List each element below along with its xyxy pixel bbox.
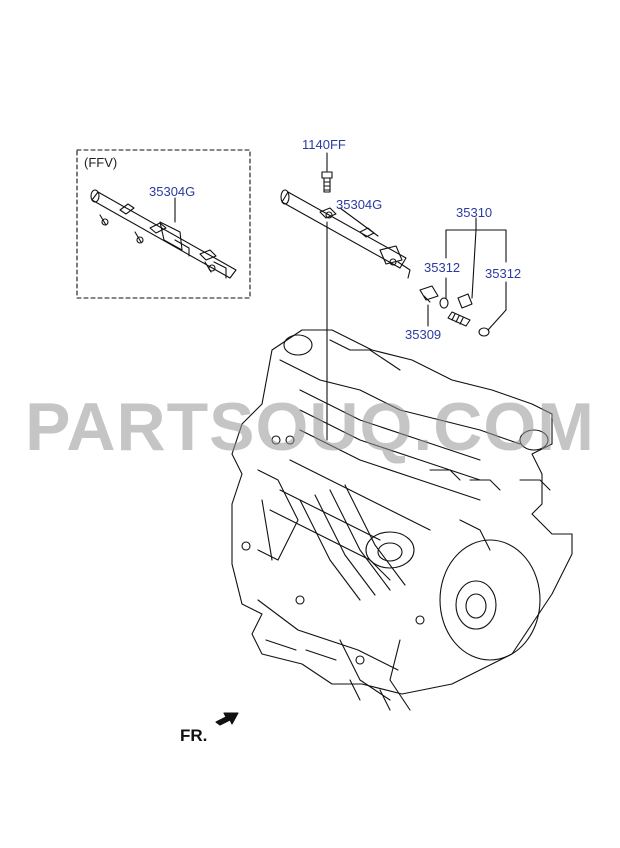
callout-35312-upper[interactable]: 35312: [424, 260, 461, 275]
engine-assembly: [231, 329, 573, 711]
injector-35310: [447, 293, 473, 327]
ffv-fuel-rail: [90, 189, 237, 279]
ffv-inset-label: (FFV): [84, 155, 118, 170]
leader-main-rail: [339, 207, 379, 237]
bolt-1140ff: [321, 171, 333, 193]
main-fuel-rail: [280, 189, 411, 279]
front-direction-arrow: [215, 712, 239, 726]
watermark: PARTSOUQ.COM: [25, 389, 595, 465]
callout-35304g-ffv[interactable]: 35304G: [149, 184, 196, 199]
oring-lower: [478, 327, 490, 337]
callout-1140ff[interactable]: 1140FF: [302, 137, 346, 152]
callout-35310[interactable]: 35310: [456, 205, 493, 220]
callout-35309[interactable]: 35309: [405, 327, 442, 342]
front-direction-label: FR.: [180, 726, 208, 745]
oring-upper: [439, 297, 449, 309]
ffv-inset-box: [76, 149, 251, 299]
callout-35312-lower[interactable]: 35312: [485, 266, 522, 281]
callout-35304g-main[interactable]: 35304G: [336, 197, 383, 212]
injector-bracket: [445, 217, 507, 331]
clip-35309: [419, 285, 439, 303]
